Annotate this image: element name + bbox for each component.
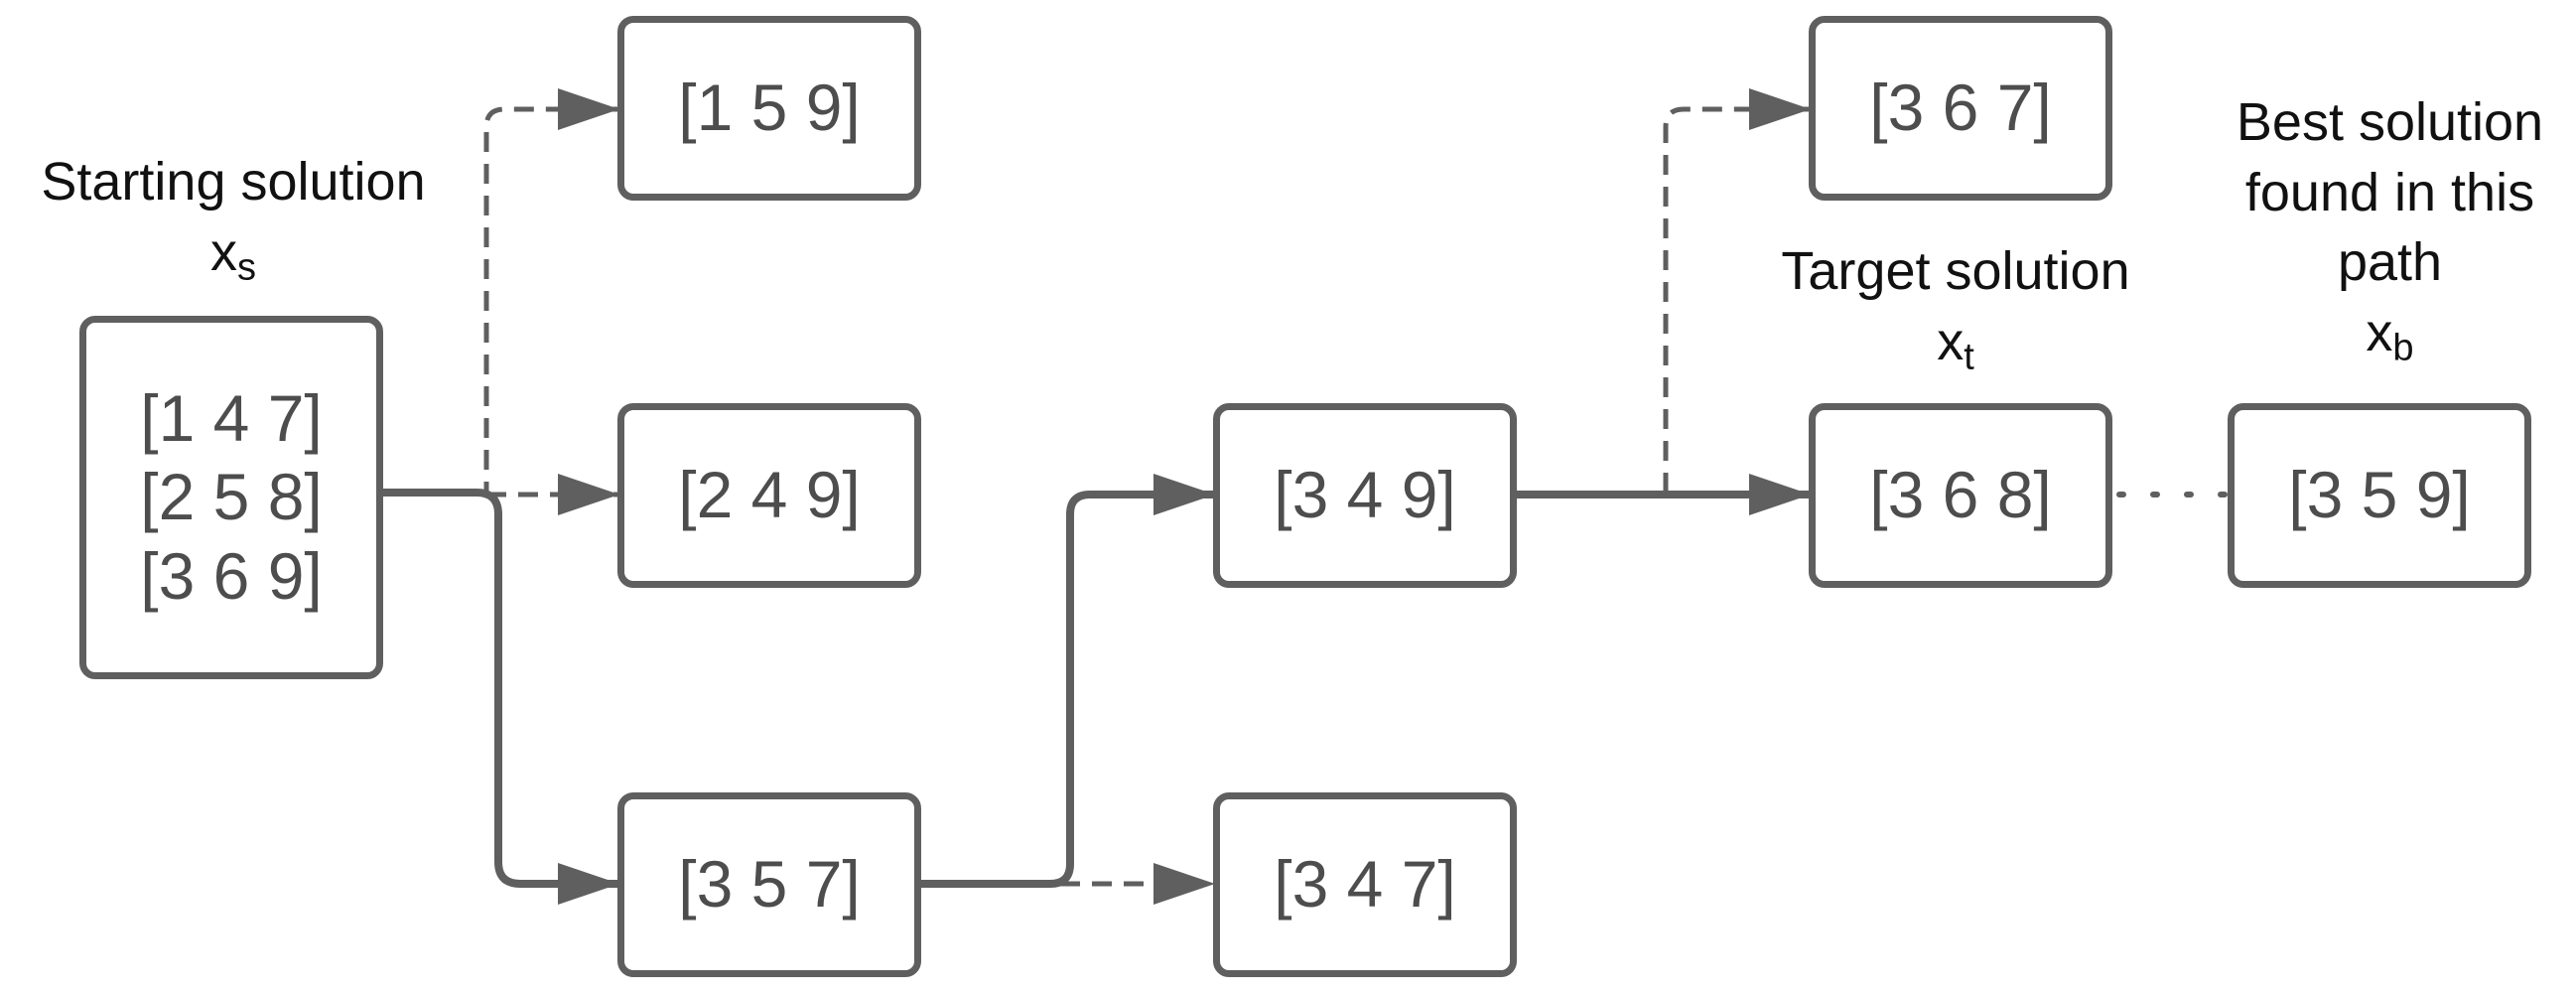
node-start-row-1: [1 4 7] <box>140 381 323 456</box>
node-249-text: [2 4 9] <box>678 458 861 532</box>
node-347-text: [3 4 7] <box>1274 847 1456 922</box>
node-159: [1 5 9] <box>617 16 921 201</box>
best-solution-label: Best solution found in this path xb <box>2204 87 2576 373</box>
best-solution-line1: Best solution <box>2236 92 2544 152</box>
starting-solution-symbol: xs <box>0 217 467 293</box>
node-367: [3 6 7] <box>1809 16 2112 201</box>
node-357-text: [3 5 7] <box>678 847 861 922</box>
node-349-text: [3 4 9] <box>1274 458 1456 532</box>
starting-solution-title: Starting solution <box>41 152 426 212</box>
best-solution-var: x <box>2366 303 2393 363</box>
target-solution-symbol: xt <box>1747 307 2164 382</box>
target-solution-label: Target solution xt <box>1747 236 2164 382</box>
starting-solution-var: x <box>210 221 237 282</box>
edge-start-to-357 <box>382 489 619 905</box>
node-249: [2 4 9] <box>617 403 921 588</box>
node-359-text: [3 5 9] <box>2288 458 2471 532</box>
starting-solution-subscript: s <box>237 246 256 289</box>
node-357: [3 5 7] <box>617 792 921 977</box>
node-368-text: [3 6 8] <box>1869 458 2052 532</box>
target-solution-title: Target solution <box>1781 241 2130 301</box>
best-solution-subscript: b <box>2392 327 2414 369</box>
best-solution-symbol: xb <box>2204 298 2576 373</box>
edge-357-to-349 <box>921 474 1215 888</box>
node-349: [3 4 9] <box>1213 403 1517 588</box>
node-359-best: [3 5 9] <box>2228 403 2531 588</box>
starting-solution-label: Starting solution xs <box>0 147 467 293</box>
node-starting-solution: [1 4 7] [2 5 8] [3 6 9] <box>79 316 383 679</box>
edge-start-to-159 <box>382 88 619 496</box>
node-start-row-3: [3 6 9] <box>140 538 323 613</box>
node-368-target: [3 6 8] <box>1809 403 2112 588</box>
target-solution-var: x <box>1937 311 1965 371</box>
best-solution-line3: path <box>2337 232 2443 293</box>
best-solution-line2: found in this <box>2244 162 2535 222</box>
node-367-text: [3 6 7] <box>1869 71 2052 145</box>
node-start-row-2: [2 5 8] <box>140 460 323 534</box>
target-solution-subscript: t <box>1964 336 1974 378</box>
edge-349-to-367 <box>1663 88 1811 493</box>
node-159-text: [1 5 9] <box>678 71 861 145</box>
node-347: [3 4 7] <box>1213 792 1517 977</box>
